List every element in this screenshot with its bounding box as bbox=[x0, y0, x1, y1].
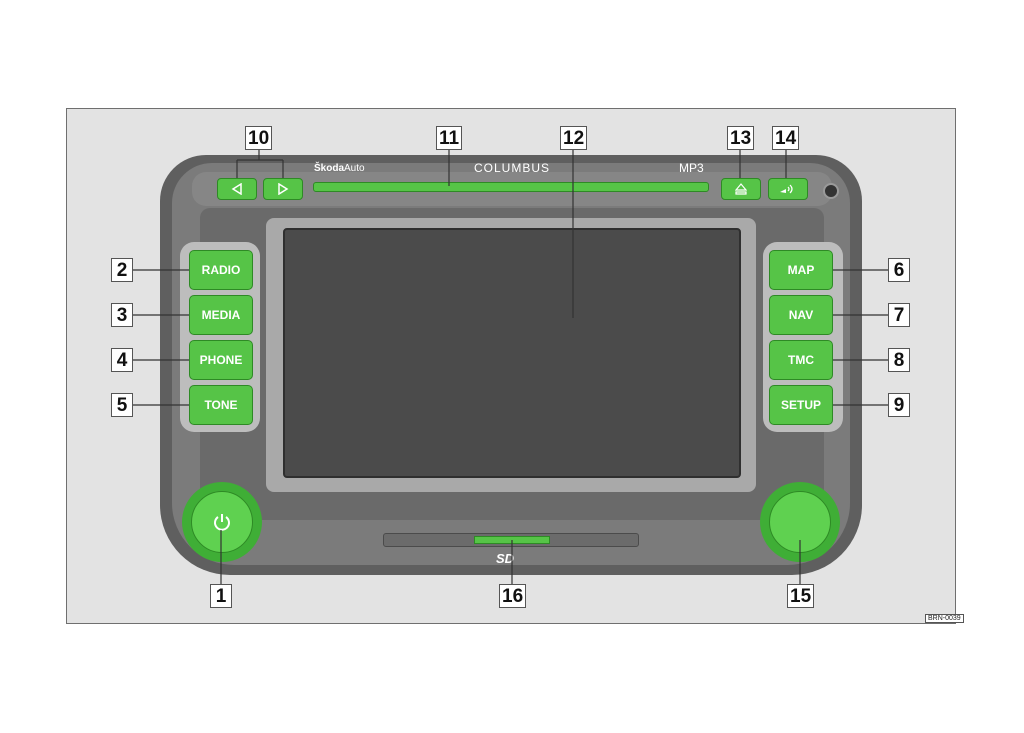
sd-card-slot-marker bbox=[474, 536, 550, 544]
power-icon bbox=[214, 514, 230, 531]
callout-13: 13 bbox=[727, 126, 755, 150]
format-label: MP3 bbox=[679, 161, 704, 175]
callout-6: 6 bbox=[888, 258, 910, 282]
callout-16: 16 bbox=[499, 584, 527, 608]
callout-2: 2 bbox=[111, 258, 133, 282]
sd-logo: SD bbox=[496, 551, 515, 566]
model-label: COLUMBUS bbox=[474, 161, 551, 175]
microphone bbox=[823, 183, 839, 199]
callout-14: 14 bbox=[772, 126, 800, 150]
voice-button[interactable] bbox=[768, 178, 808, 200]
callout-3: 3 bbox=[111, 303, 133, 327]
eject-icon bbox=[735, 183, 747, 195]
setup-button[interactable]: SETUP bbox=[769, 385, 833, 425]
cd-slot[interactable] bbox=[313, 182, 709, 192]
callout-4: 4 bbox=[111, 348, 133, 372]
next-button[interactable] bbox=[263, 178, 303, 200]
callout-1: 1 bbox=[210, 584, 232, 608]
callout-9: 9 bbox=[888, 393, 910, 417]
callout-7: 7 bbox=[888, 303, 910, 327]
callout-10: 10 bbox=[245, 126, 273, 150]
callout-5: 5 bbox=[111, 393, 133, 417]
triangle-left-icon bbox=[231, 183, 242, 195]
eject-button[interactable] bbox=[721, 178, 761, 200]
phone-button[interactable]: PHONE bbox=[189, 340, 253, 380]
menu-knob[interactable] bbox=[769, 491, 831, 553]
callout-15: 15 bbox=[787, 584, 815, 608]
prev-button[interactable] bbox=[217, 178, 257, 200]
figure-code: BRN-0039 bbox=[925, 614, 964, 623]
callout-11: 11 bbox=[436, 126, 463, 150]
callout-8: 8 bbox=[888, 348, 910, 372]
nav-button[interactable]: NAV bbox=[769, 295, 833, 335]
tmc-button[interactable]: TMC bbox=[769, 340, 833, 380]
power-volume-knob[interactable] bbox=[191, 491, 253, 553]
radio-button[interactable]: RADIO bbox=[189, 250, 253, 290]
touchscreen[interactable] bbox=[283, 228, 741, 478]
voice-speaker-icon bbox=[780, 184, 793, 194]
tone-button[interactable]: TONE bbox=[189, 385, 253, 425]
media-button[interactable]: MEDIA bbox=[189, 295, 253, 335]
callout-12: 12 bbox=[560, 126, 588, 150]
brand-logo: ŠkodaAuto bbox=[314, 163, 365, 174]
map-button[interactable]: MAP bbox=[769, 250, 833, 290]
triangle-right-icon bbox=[278, 183, 289, 195]
